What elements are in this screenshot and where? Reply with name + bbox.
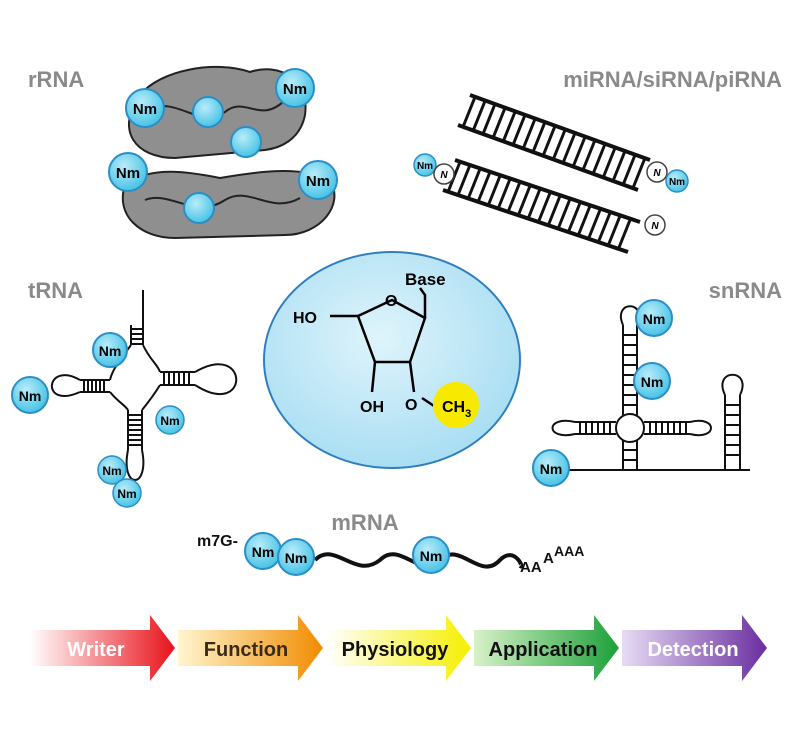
ring-oxygen-label: O [385,293,397,310]
label-trna: tRNA [28,278,83,303]
nm-badge: Nm [108,152,148,192]
n-badge: N [433,163,455,185]
arrow-physiology: Physiology [326,615,471,681]
nm-badge: Nm [92,332,128,368]
snrna-main-stem [622,440,638,470]
svg-text:Nm: Nm [160,414,179,428]
arrow-detection: Detection [622,615,767,681]
svg-text:Nm: Nm [102,464,121,478]
nm-badge-small: Nm [97,455,127,485]
snrna-side-stem [721,373,744,470]
nm-badge: Nm [125,88,165,128]
svg-text:Nm: Nm [669,177,685,188]
mrna-cap: m7G- [197,533,238,550]
nm-badge: Nm [412,536,450,574]
mrna-tail-2: A [543,550,554,567]
arrow-detection-label: Detection [647,639,738,661]
svg-text:Nm: Nm [306,173,330,190]
arrow-physiology-label: Physiology [342,639,450,661]
svg-text:Nm: Nm [99,343,122,359]
snrna-junction [615,413,645,443]
svg-text:Nm: Nm [420,548,443,564]
svg-text:Nm: Nm [641,374,664,390]
svg-text:N: N [440,170,448,181]
center-nucleoside: Base HO O OH O CH3 [263,251,521,469]
n-badge: N [644,214,666,236]
nm-badge: Nm [277,538,315,576]
label-rrna: rRNA [28,67,84,92]
n-badge: N [646,161,668,183]
trna-group [50,290,238,481]
arrow-flow: Writer Function Physiology Application D… [30,615,767,681]
svg-text:Nm: Nm [643,311,666,327]
svg-text:Nm: Nm [133,101,157,118]
molecule-bonds [330,287,441,412]
rrna-strand-1 [149,99,286,119]
oh-label: OH [360,399,384,416]
nm-badge: Nm [633,362,671,400]
nm-badge-small: Nm [413,153,437,177]
arrow-application-label: Application [489,639,598,661]
mrna-tail-1: AA [520,559,542,576]
center-ellipse [263,251,521,469]
ribose-ring [356,298,427,364]
snrna-right-arm [644,419,712,437]
trna-acceptor-stem [130,290,144,345]
nm-badges: Nm Nm Nm Nm Nm N N Nm N Nm Nm Nm Nm Nm N… [11,68,689,576]
svg-text:Nm: Nm [540,461,563,477]
arrow-writer-label: Writer [67,639,125,661]
ho-label: HO [293,310,317,327]
nm-badge: Nm [244,532,282,570]
nm-badge: Nm [532,449,570,487]
svg-text:N: N [651,221,659,232]
nm-badge: Nm [275,68,315,108]
nm-badge: Nm [298,160,338,200]
svg-text:Nm: Nm [252,544,275,560]
trna-anticodon-arm [125,410,145,481]
nm-badge-small: Nm [112,478,142,508]
nm-badge: Nm [11,376,49,414]
label-snrna: snRNA [709,278,782,303]
svg-text:Nm: Nm [285,550,308,566]
label-mrna: mRNA [331,510,398,535]
arrow-writer: Writer [30,615,175,681]
methyl-highlight [433,382,479,428]
small-rna-duplex-2 [442,158,641,254]
nm-dot [183,192,215,224]
svg-text:Nm: Nm [283,81,307,98]
svg-text:Nm: Nm [117,487,136,501]
small-rna-duplex-1 [457,93,651,192]
trna-d-arm [50,374,110,397]
arrow-function-label: Function [204,639,288,661]
trna-t-arm [160,363,238,396]
svg-text:Nm: Nm [19,388,42,404]
small-rna-group [442,93,651,254]
nm-dot [230,126,262,158]
svg-text:Nm: Nm [116,165,140,182]
trna-acceptor-rungs [131,328,143,345]
label-small-rna: miRNA/siRNA/piRNA [563,67,782,92]
arrow-function: Function [178,615,323,681]
rrna-strand-2 [144,194,301,209]
nm-badge-small: Nm [665,169,689,193]
ch3-subscript: 3 [465,408,471,420]
o2-label: O [405,397,417,414]
base-label: Base [405,270,446,289]
mrna-tail-3: AAA [554,543,584,559]
ch3-label: CH3 [442,399,471,420]
nm-dot [192,96,224,128]
ch3-main: CH [442,399,465,416]
svg-text:N: N [653,168,661,179]
snrna-left-arm [551,419,616,437]
arrow-application: Application [474,615,619,681]
svg-text:Nm: Nm [417,161,433,172]
rungs-1 [461,96,647,189]
nm-badge-small: Nm [155,405,185,435]
nm-badge: Nm [635,299,673,337]
